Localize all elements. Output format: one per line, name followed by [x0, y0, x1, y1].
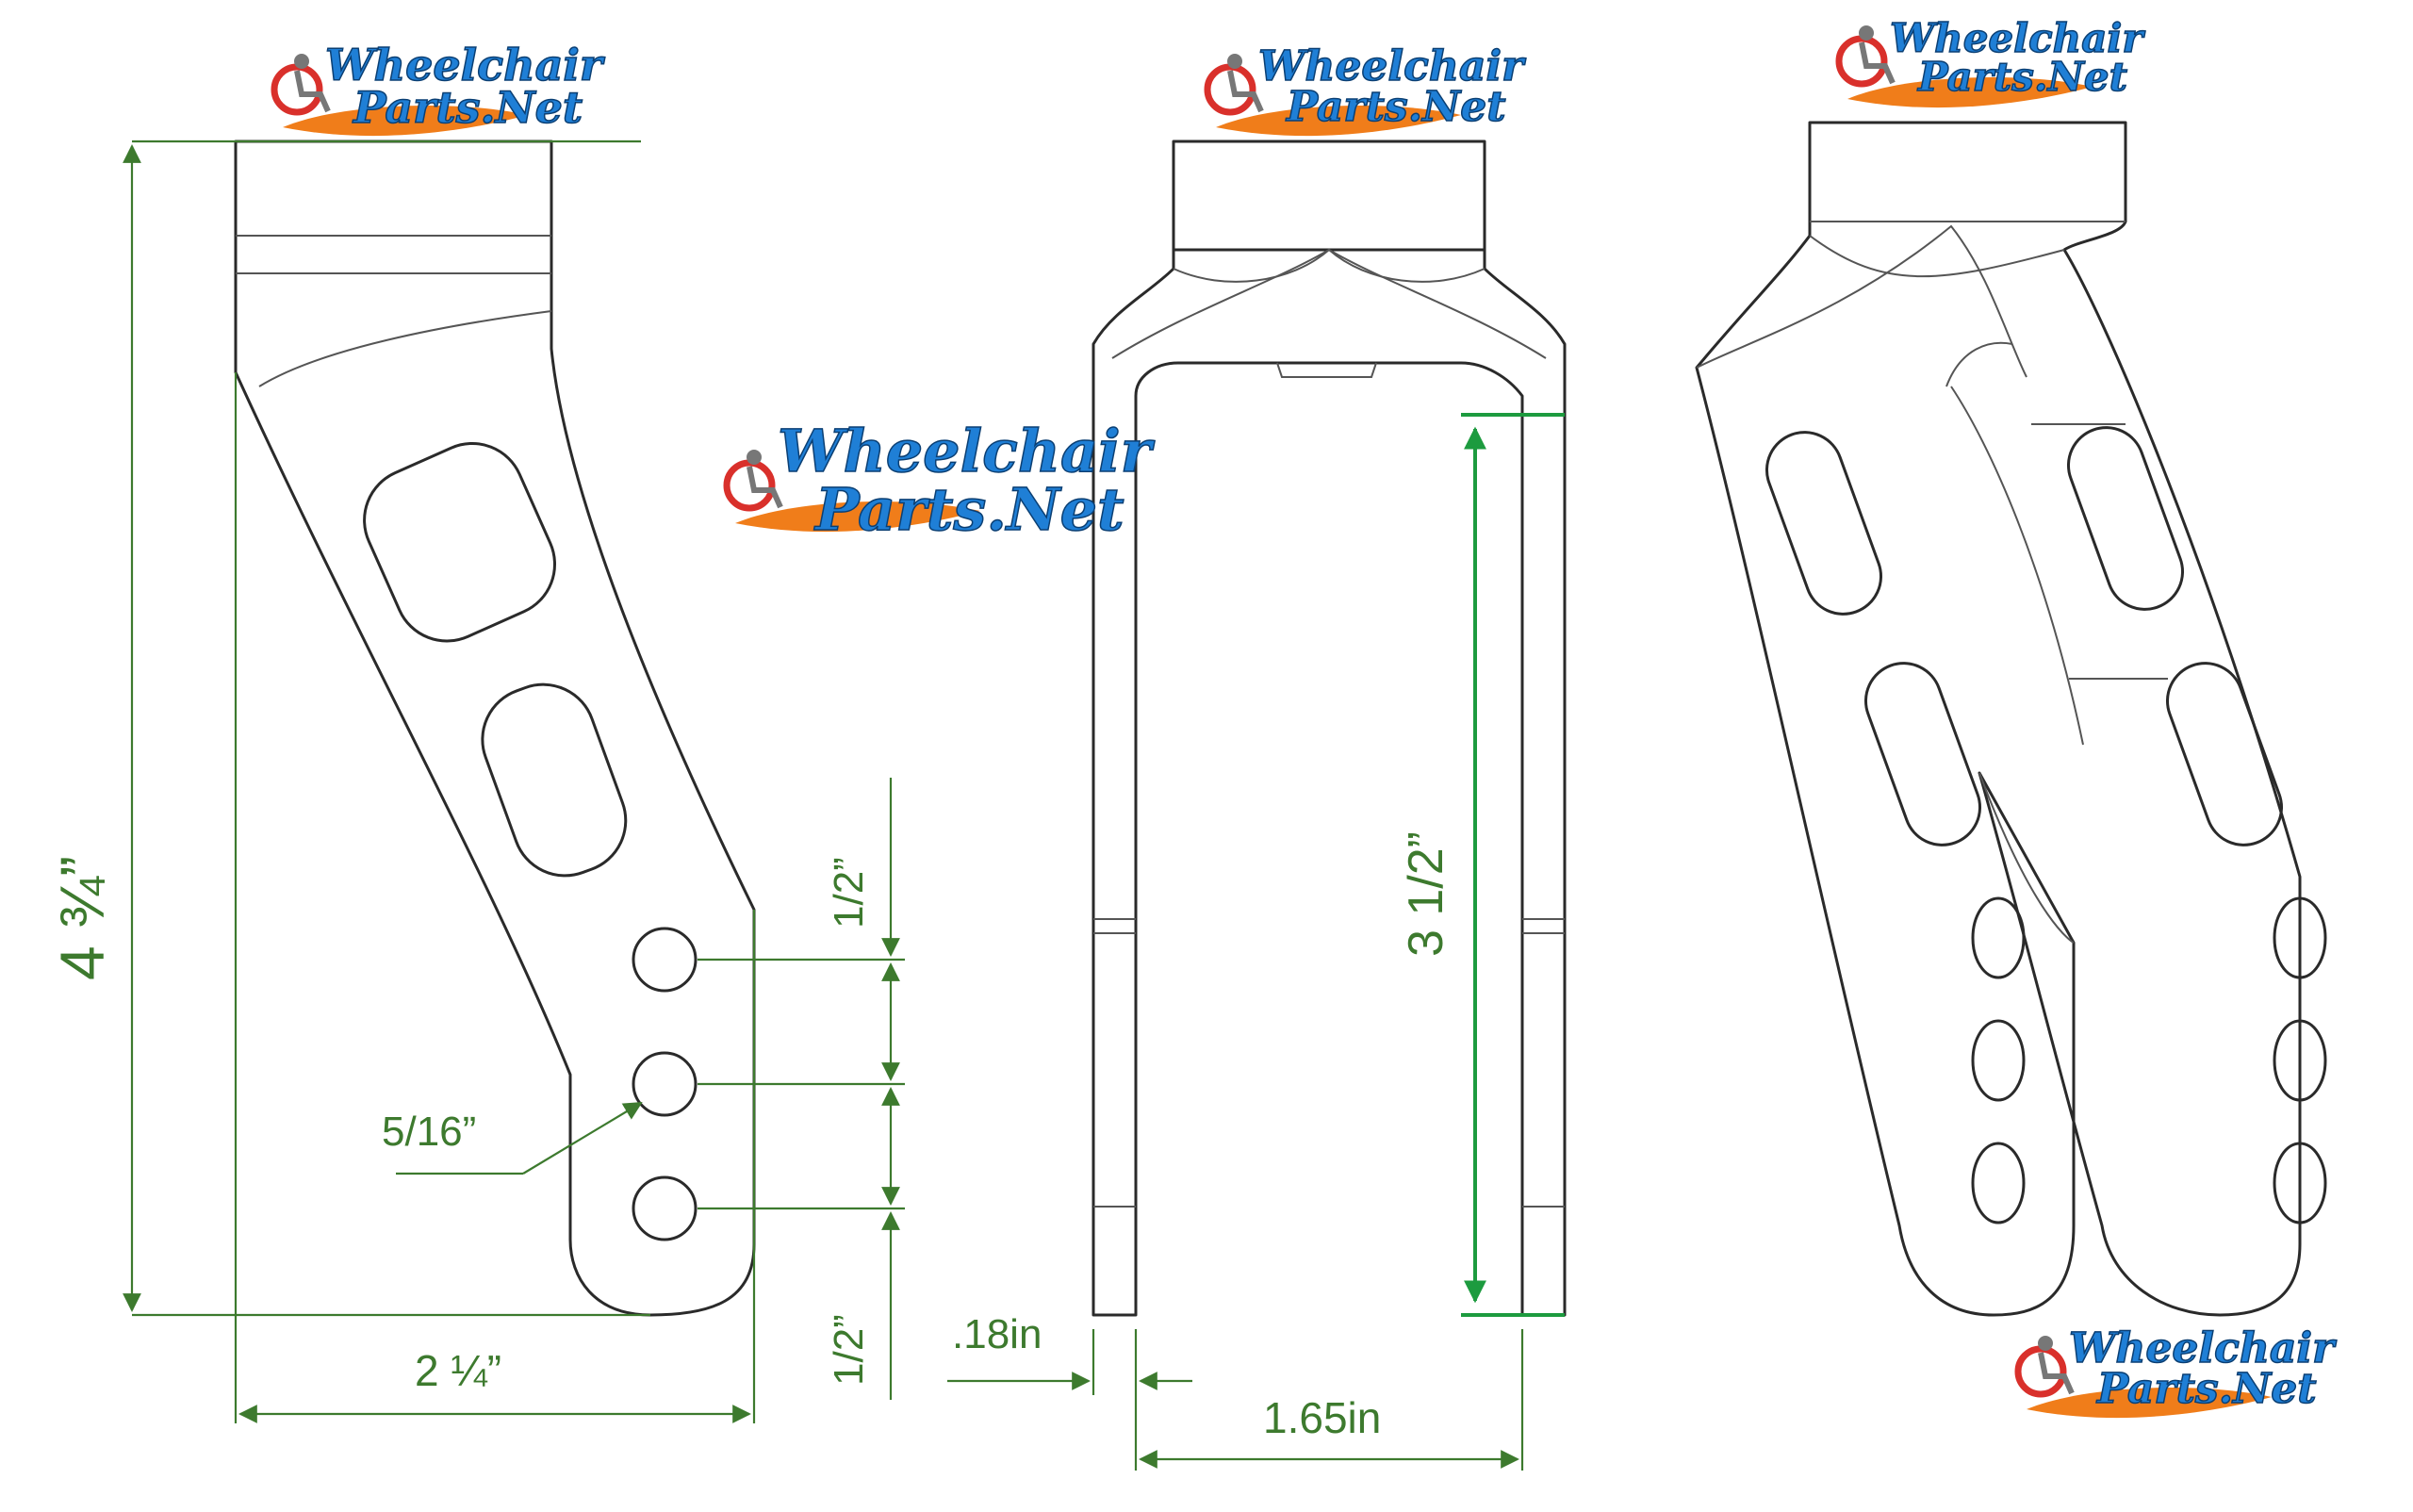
overall-height-label: 4 ¾” — [47, 856, 117, 980]
watermark-logo-2: Wheelchair Parts.Net — [1207, 41, 1527, 136]
svg-text:Wheelchair: Wheelchair — [2069, 1324, 2337, 1372]
bottom-offset-label: 1/2” — [826, 1314, 872, 1386]
hole-1 — [632, 927, 698, 993]
svg-text:Parts.Net: Parts.Net — [1917, 54, 2127, 100]
svg-text:Parts.Net: Parts.Net — [813, 475, 1124, 544]
watermark-logo-5: Wheelchair Parts.Net — [2018, 1323, 2338, 1418]
hole-diameter-label: 5/16” — [382, 1109, 476, 1155]
svg-text:Wheelchair: Wheelchair — [1890, 15, 2145, 61]
hole-3 — [632, 1175, 698, 1241]
svg-text:Wheelchair: Wheelchair — [778, 417, 1156, 485]
watermark-logo-3: Wheelchair Parts.Net — [1839, 14, 2146, 107]
svg-text:Wheelchair: Wheelchair — [325, 40, 606, 90]
side-view: 4 ¾” 2 ¼” 1/2” 1/2” 5/16” — [47, 140, 905, 1423]
hole-2 — [632, 1051, 698, 1117]
watermark-logo-4: Wheelchair Parts.Net — [727, 416, 1156, 545]
isometric-view — [1695, 121, 2327, 1317]
base-width-label: 2 ¼” — [415, 1346, 501, 1395]
watermark-logo-1: Wheelchair Parts.Net — [274, 39, 607, 136]
front-view: 3 1/2” .18in 1.65in — [947, 140, 1567, 1471]
svg-text:Parts.Net: Parts.Net — [352, 82, 583, 133]
svg-text:Parts.Net: Parts.Net — [2095, 1365, 2317, 1413]
svg-text:Wheelchair: Wheelchair — [1258, 42, 1526, 90]
inner-height-label: 3 1/2” — [1399, 831, 1453, 957]
svg-text:Parts.Net: Parts.Net — [1285, 83, 1506, 131]
hole-spacing-label: 1/2” — [826, 857, 872, 929]
leg-thickness-label: .18in — [952, 1311, 1042, 1357]
inner-width-label: 1.65in — [1263, 1393, 1381, 1442]
